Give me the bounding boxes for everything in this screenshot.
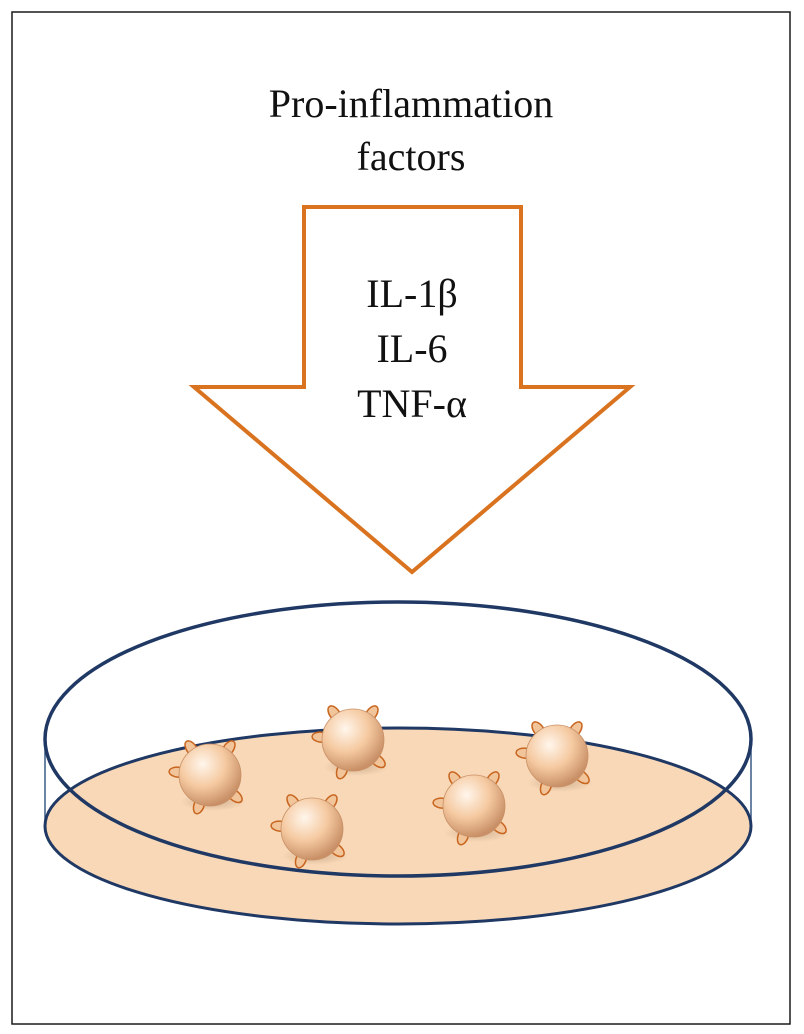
factor-label-il1b: IL-1β xyxy=(366,271,457,316)
title-line-2: factors xyxy=(357,134,466,179)
petri-dish xyxy=(43,600,753,926)
title-line-1: Pro-inflammation xyxy=(269,81,553,126)
cells-layer xyxy=(168,705,593,869)
culture-medium xyxy=(43,726,753,926)
cell-body xyxy=(442,774,506,838)
cell xyxy=(270,794,348,869)
cell-body xyxy=(321,708,385,772)
cell xyxy=(168,740,246,815)
factor-label-il6: IL-6 xyxy=(376,326,447,371)
cell-body xyxy=(280,797,344,861)
cell xyxy=(311,705,389,780)
figure-frame xyxy=(11,11,791,1025)
cell-body xyxy=(525,724,589,788)
down-arrow xyxy=(188,205,636,575)
cell xyxy=(515,721,593,796)
factor-label-tnfa: TNF-α xyxy=(357,381,467,426)
cell xyxy=(432,771,510,846)
cell-body xyxy=(178,743,242,807)
dish-rim xyxy=(43,600,753,878)
